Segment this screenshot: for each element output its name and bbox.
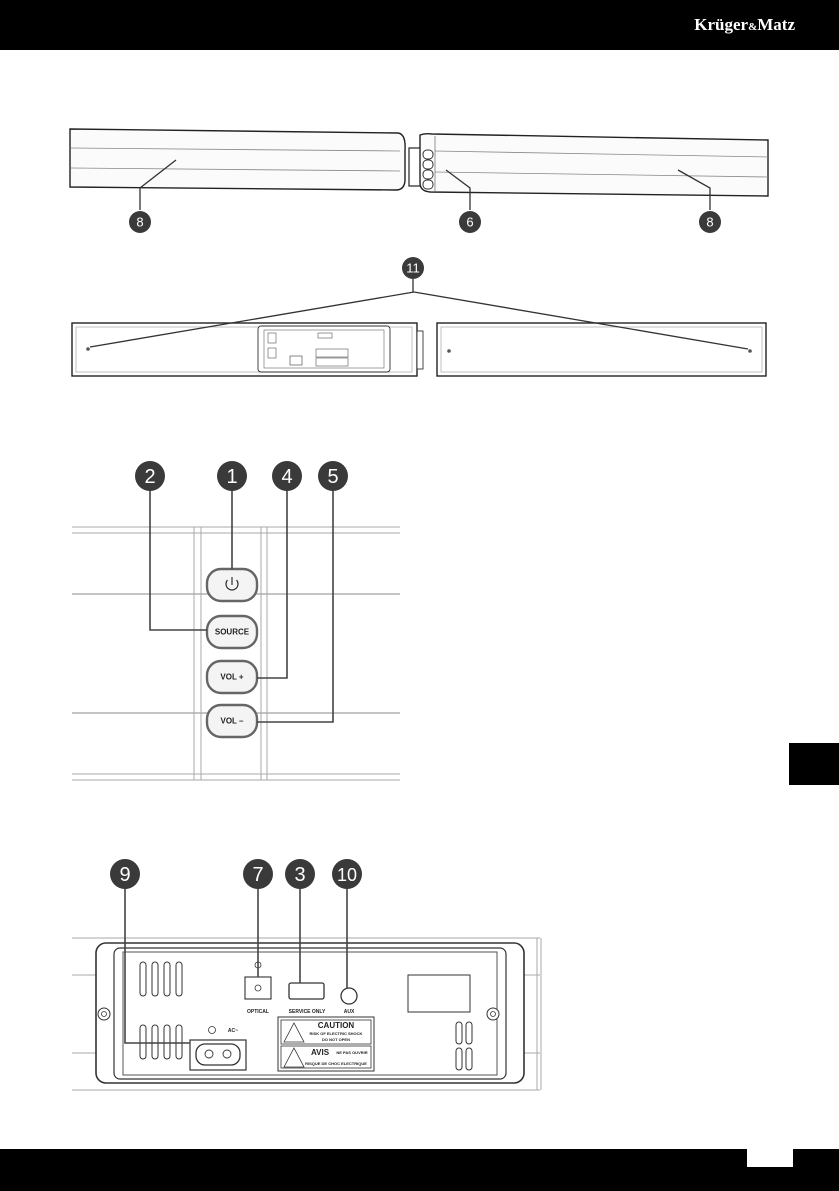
callout-3: 3 [285,859,315,889]
callout-9: 9 [110,859,140,889]
footer-bar [0,1149,839,1191]
svg-text:NE PAS OUVRIR: NE PAS OUVRIR [336,1050,367,1055]
svg-text:10: 10 [337,865,357,885]
svg-text:DO NOT OPEN: DO NOT OPEN [322,1037,350,1042]
side-language-tab [789,743,839,785]
svg-text:AC~: AC~ [228,1028,238,1034]
svg-text:SERVICE ONLY: SERVICE ONLY [289,1009,326,1015]
svg-text:AUX: AUX [344,1009,355,1015]
svg-text:OPTICAL: OPTICAL [247,1009,269,1015]
svg-text:CAUTION: CAUTION [318,1021,355,1030]
svg-text:RISK OF ELECTRIC SHOCK: RISK OF ELECTRIC SHOCK [310,1031,363,1036]
svg-text:RISQUE DE CHOC ELECTRIQUE: RISQUE DE CHOC ELECTRIQUE [305,1061,367,1066]
svg-text:7: 7 [252,864,263,886]
svg-text:AVIS: AVIS [311,1048,330,1057]
svg-text:9: 9 [119,864,130,886]
svg-text:3: 3 [294,864,305,886]
page-number-box [747,1146,793,1167]
callout-7: 7 [243,859,273,889]
caution-label: CAUTION RISK OF ELECTRIC SHOCK DO NOT OP… [278,1017,374,1071]
callout-10: 10 [332,859,362,889]
service-only-port: SERVICE ONLY [289,983,326,1015]
